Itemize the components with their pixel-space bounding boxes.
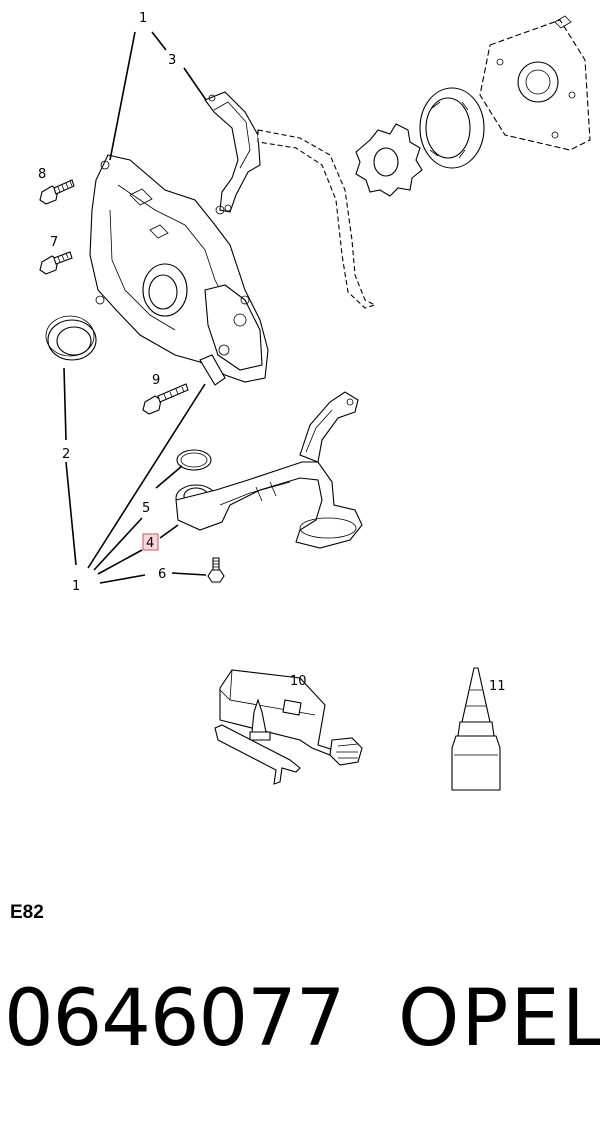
callout-4-highlight [142, 533, 159, 551]
leader-lines [63, 31, 207, 584]
diagram-code: E82 [10, 902, 44, 923]
sealant-tool-kit [214, 669, 363, 785]
callout-2[interactable]: 2 [62, 447, 70, 462]
callout-4[interactable]: 4 [146, 536, 154, 551]
callout-10[interactable]: 10 [290, 674, 307, 689]
sealant-bottle [451, 667, 501, 791]
callout-1-bottom[interactable]: 1 [72, 579, 80, 594]
crankshaft-seal [45, 315, 97, 361]
cover-gasket [204, 91, 377, 309]
part-number: 0646077 [4, 974, 345, 1064]
brand-name: OPEL [398, 974, 600, 1064]
front-cover-housing [89, 154, 269, 386]
callout-3[interactable]: 3 [168, 53, 176, 68]
bolt-9 [142, 383, 189, 415]
rear-cover-plate [479, 15, 591, 151]
oil-pickup-pipe [175, 391, 363, 549]
callout-5[interactable]: 5 [142, 501, 150, 516]
parts-diagram: 1 3 8 7 9 2 5 4 6 1 10 11 [38, 11, 591, 791]
callout-8[interactable]: 8 [38, 167, 46, 182]
callout-9[interactable]: 9 [152, 373, 160, 388]
outer-rotor [419, 87, 485, 169]
callout-1-top[interactable]: 1 [139, 11, 147, 26]
o-ring [176, 449, 212, 471]
callout-11[interactable]: 11 [489, 679, 506, 694]
callout-6[interactable]: 6 [158, 567, 166, 582]
callout-7[interactable]: 7 [50, 235, 58, 250]
bolt-7 [39, 251, 73, 275]
inner-rotor [355, 123, 423, 197]
bolt-8 [39, 179, 75, 205]
bolt-6 [207, 557, 225, 583]
